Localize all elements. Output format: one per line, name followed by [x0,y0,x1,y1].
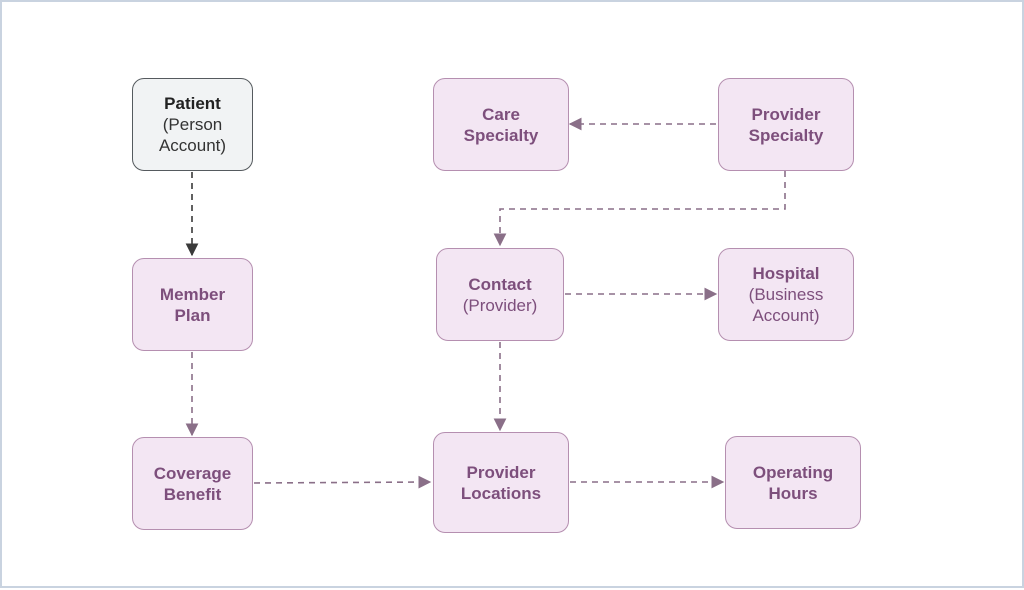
node-label: Hospital [752,264,820,283]
node-label: Provider [751,104,821,124]
node-label: Contact [468,274,532,294]
node-operating-hours: Operating Hours [725,436,861,529]
node-care-specialty: Care Specialty [433,78,569,171]
edge-provider-specialty-to-contact [493,171,786,247]
node-label: Hours [768,483,818,503]
node-provider-locations: Provider Locations [433,432,569,533]
node-label: Care [482,104,520,124]
node-label: (Provider) [462,295,538,315]
node-provider-specialty: Provider Specialty [718,78,854,171]
node-label: Account) [158,136,227,155]
node-label: (Business [748,285,824,304]
node-label: Operating [752,462,834,482]
node-label: Member [159,284,226,304]
node-patient: Patient (Person Account) [132,78,253,171]
node-label: Coverage [153,463,232,483]
node-member-plan: Member Plan [132,258,253,351]
node-label: Plan [174,305,211,325]
node-label: Patient [164,94,221,113]
edge-coverage-benefit-to-provider-locations [253,475,432,489]
node-label: Specialty [748,125,824,145]
node-label: Benefit [163,484,222,504]
node-hospital: Hospital (Business Account) [718,248,854,341]
node-label: (Person [162,115,223,134]
node-label: Provider [466,462,536,482]
node-label: Specialty [463,125,539,145]
node-coverage-benefit: Coverage Benefit [132,437,253,530]
node-label: Locations [460,483,542,503]
node-contact-provider: Contact (Provider) [436,248,564,341]
node-label: Account) [752,306,820,325]
